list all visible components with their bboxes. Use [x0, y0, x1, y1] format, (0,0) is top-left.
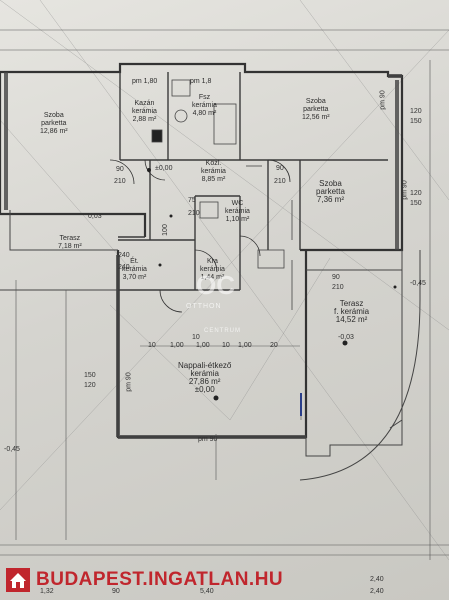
dim-label: 150 [410, 118, 422, 125]
dim-label: 20 [270, 342, 278, 349]
dim-label: 100 [161, 224, 169, 236]
room-name: Fsz [198, 94, 211, 101]
room-floor: parketta [41, 120, 67, 127]
room-szoba-top: Szoba parketta 12,56 m² [302, 98, 330, 122]
dim-label: 90 [112, 588, 120, 595]
room-height: pm 1,80 [132, 78, 158, 85]
room-area: 4,80 m² [192, 110, 217, 117]
room-floor: kerámia [190, 369, 219, 378]
level-terasz-left: 0,03 [88, 213, 102, 220]
dim-label: 1,00 [170, 342, 184, 349]
room-terasz-left: Terasz 7,18 m² [58, 235, 82, 251]
room-area: 12,56 m² [302, 114, 330, 121]
room-area: 7,18 m² [58, 243, 82, 250]
room-floor: parketta [316, 187, 345, 196]
room-floor: kerámia [132, 108, 157, 115]
room-area: 14,52 m² [335, 315, 368, 324]
dim-label: pm 90 [125, 372, 133, 392]
dim-label: 90 [276, 165, 284, 172]
room-name: Szoba [43, 112, 64, 119]
room-name: Közl. [205, 160, 222, 167]
room-name: Kra [207, 258, 218, 265]
dim-label: 120 [84, 382, 96, 389]
level-kozl: ±0,00 [155, 165, 173, 172]
room-szoba-right: Szoba parketta 7,36 m² [316, 180, 345, 204]
room-area: 1,44 m² [200, 274, 225, 281]
dim-label: 240 [118, 252, 130, 259]
otthon-centrum-text: OTTHON [186, 303, 222, 310]
room-kozl: Közl. kerámia 8,85 m² [201, 160, 226, 184]
dim-label: 10 [222, 342, 230, 349]
room-floor: kerámia [192, 102, 217, 109]
dim-label: 1,00 [238, 342, 252, 349]
dim-label: 210 [114, 178, 126, 185]
dim-label: 210 [188, 210, 200, 217]
dim-label: 150 [84, 372, 96, 379]
house-logo-icon [6, 568, 30, 592]
room-area: 2,88 m² [132, 116, 157, 123]
dim-label: 240 [118, 264, 130, 271]
room-name: Szoba [319, 179, 342, 188]
room-floor: parketta [303, 106, 329, 113]
dim-label: -0,45 [4, 446, 20, 453]
room-et: Ét. kerámia 3,70 m² [122, 258, 147, 282]
room-wc: WC kerámia 1,10 m² [225, 200, 250, 224]
otthon-centrum-logo: OC [196, 270, 235, 300]
room-name: Nappali-étkező [178, 361, 232, 370]
room-kra: Kra kerámia 1,44 m² [200, 258, 225, 282]
room-height: pm 1,8 [190, 78, 212, 85]
dim-label: 150 [410, 200, 422, 207]
room-floor: kerámia [200, 266, 225, 273]
watermark-site-name: BUDAPEST.INGATLAN.HU [36, 569, 284, 590]
dim-label: 75 [188, 197, 196, 204]
otthon-centrum-text-2: CENTRUM [204, 328, 241, 334]
dim-label: -0,45 [410, 280, 426, 287]
room-area: 7,36 m² [316, 195, 345, 204]
dim-label: 10 [148, 342, 156, 349]
room-area: 3,70 m² [122, 274, 147, 281]
room-floor: f. kerámia [334, 307, 370, 316]
dim-label: 120 [410, 108, 422, 115]
room-name: Terasz [339, 299, 364, 308]
room-fsz: Fsz kerámia 4,80 m² [192, 94, 217, 118]
dim-label: 2,40 [370, 576, 384, 583]
room-floor: kerámia [201, 168, 226, 175]
room-nappali: Nappali-étkező kerámia 27,86 m² ±0,00 [178, 362, 231, 394]
room-floor: kerámia [225, 208, 250, 215]
dim-label: pm 90 [401, 180, 409, 200]
dim-label: 210 [332, 284, 344, 291]
room-name: WC [231, 200, 244, 207]
room-name: Terasz [59, 235, 81, 242]
room-terasz-right: Terasz f. kerámia 14,52 m² [334, 300, 369, 324]
dim-label: 10 [192, 334, 200, 341]
room-fsz-height: pm 1,8 [190, 78, 211, 86]
room-floor: kerámia [122, 266, 147, 273]
dim-label: 120 [410, 190, 422, 197]
room-area: 27,86 m² [188, 377, 221, 386]
room-name: Ét. [130, 258, 139, 265]
room-area: 8,85 m² [201, 176, 226, 183]
dim-label: 5,40 [200, 588, 214, 595]
room-level: ±0,00 [194, 385, 215, 394]
dim-label: 1,00 [196, 342, 210, 349]
dim-label: 90 [332, 274, 340, 281]
room-area: 12,86 m² [40, 128, 68, 135]
room-area: 1,10 m² [225, 216, 250, 223]
room-kazan: pm 1,80 [132, 78, 157, 86]
level-terasz-right: -0,03 [338, 334, 354, 341]
room-name: Kazán [134, 100, 155, 107]
room-name: Szoba [305, 98, 326, 105]
room-szoba-left: Szoba parketta 12,86 m² [40, 112, 68, 136]
dim-label: 210 [274, 178, 286, 185]
dim-label: 90 [116, 166, 124, 173]
dim-label: pm 90 [198, 436, 218, 443]
dim-label: 2,40 [370, 588, 384, 595]
room-kazan-label: Kazán kerámia 2,88 m² [132, 100, 157, 124]
dim-label: 1,32 [40, 588, 54, 595]
dim-label: pm 90 [379, 90, 387, 110]
